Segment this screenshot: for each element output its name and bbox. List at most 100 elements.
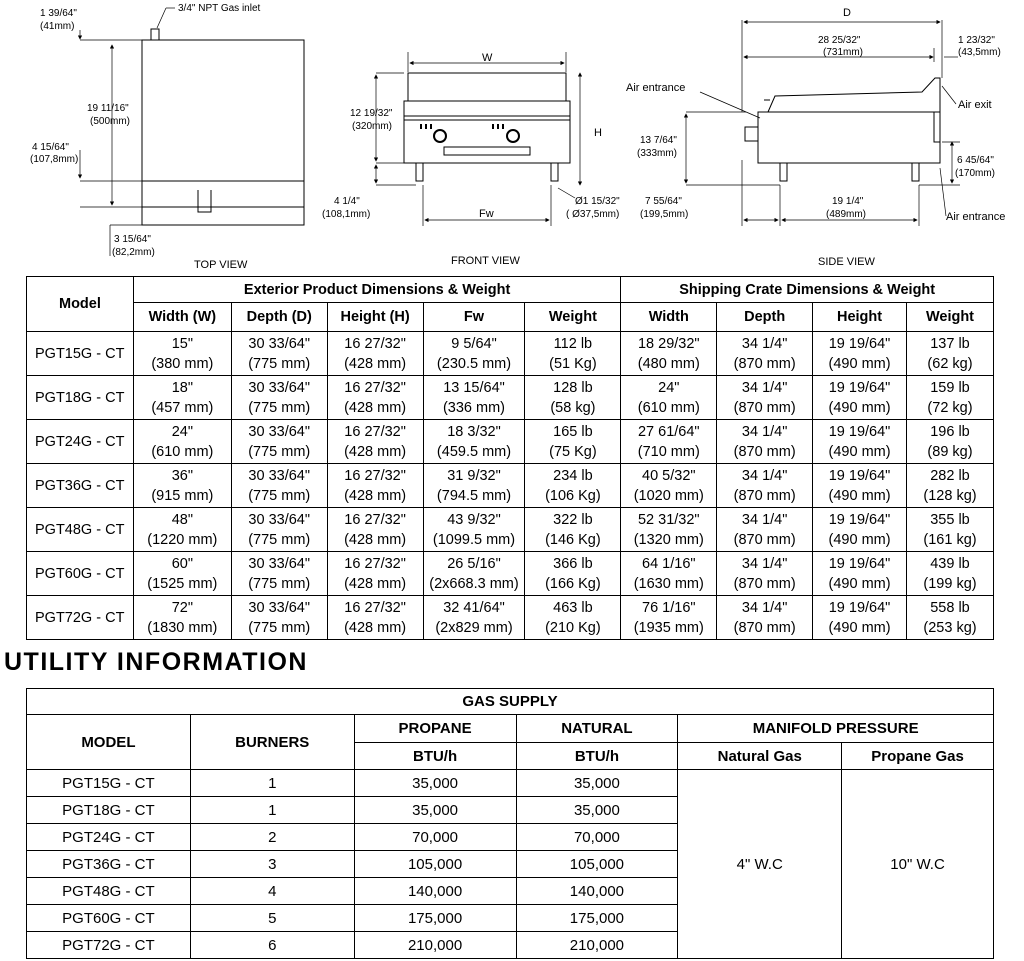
model-cell: PGT15G - CT bbox=[26, 331, 134, 376]
imperial-value: 30 33/64" bbox=[248, 379, 311, 396]
burners-cell: 3 bbox=[189, 850, 355, 878]
imperial-value: 355 lb bbox=[930, 511, 970, 528]
utility-model-cell: PGT15G - CT bbox=[26, 769, 191, 797]
natural-btu-cell: 35,000 bbox=[515, 769, 679, 797]
metric-value: (2x829 mm) bbox=[435, 619, 513, 636]
burners-cell: 5 bbox=[189, 904, 355, 932]
metric-value: (1320 mm) bbox=[633, 531, 704, 548]
utility-model-cell: PGT60G - CT bbox=[26, 904, 191, 932]
metric-value: (610 mm) bbox=[151, 443, 214, 460]
top-view-dim-depth-mm: (500mm) bbox=[90, 116, 130, 127]
dimension-cell: 463 lb(210 Kg) bbox=[524, 595, 622, 640]
dimension-cell: 18 3/32"(459.5 mm) bbox=[422, 419, 526, 464]
imperial-value: 19 19/64" bbox=[828, 555, 891, 572]
imperial-value: 18 3/32" bbox=[447, 423, 501, 440]
model-cell: PGT48G - CT bbox=[26, 507, 134, 552]
imperial-value: 76 1/16" bbox=[642, 599, 696, 616]
dimension-cell: 19 19/64" (490 mm) bbox=[812, 551, 907, 596]
natural-btu-cell: 105,000 bbox=[515, 850, 679, 878]
imperial-value: 159 lb bbox=[930, 379, 970, 396]
header-propane-gas: Propane Gas bbox=[841, 742, 994, 770]
imperial-value: 52 31/32" bbox=[637, 511, 700, 528]
side-view-dim-body: 28 25/32" bbox=[818, 35, 861, 46]
dimension-cell: 34 1/4"(870 mm) bbox=[716, 595, 814, 640]
dimension-cell: 43 9/32"(1099.5 mm) bbox=[422, 507, 526, 552]
header-weight: Weight bbox=[524, 302, 622, 332]
metric-value: (794.5 mm) bbox=[436, 487, 512, 504]
header-natural: NATURAL bbox=[515, 714, 679, 743]
natural-btu-cell: 140,000 bbox=[515, 877, 679, 905]
metric-value: (106 Kg) bbox=[545, 487, 601, 504]
side-view-dim-back: 1 23/32" bbox=[958, 35, 995, 46]
metric-value: (775 mm) bbox=[248, 575, 311, 592]
dimension-cell: 34 1/4"(870 mm) bbox=[716, 375, 814, 420]
top-view-body bbox=[141, 39, 305, 226]
dimension-cell: 19 19/64"(490 mm) bbox=[812, 375, 907, 420]
imperial-value: 48" bbox=[171, 511, 193, 528]
gas-inlet-pipe bbox=[150, 28, 160, 41]
imperial-value: 366 lb bbox=[553, 555, 593, 572]
natural-btu-cell: 35,000 bbox=[515, 796, 679, 824]
dimension-cell: 439 lb(199 kg) bbox=[905, 551, 995, 596]
dimension-cell: 137 lb (62 kg) bbox=[905, 331, 995, 376]
metric-value: (710 mm) bbox=[637, 443, 700, 460]
imperial-value: 30 33/64" bbox=[248, 423, 311, 440]
metric-value: (428 mm) bbox=[344, 443, 407, 460]
imperial-value: 16 27/32" bbox=[344, 423, 406, 440]
side-view-dim-back-mm: (43,5mm) bbox=[958, 47, 1001, 58]
metric-value: (380 mm) bbox=[151, 355, 214, 372]
imperial-value: 137 lb bbox=[930, 335, 970, 352]
dimension-cell: 52 31/32" (1320 mm) bbox=[620, 507, 718, 552]
model-cell: PGT18G - CT bbox=[26, 375, 134, 420]
natural-btu-cell: 210,000 bbox=[515, 931, 679, 959]
dimension-cell: 34 1/4"(870 mm) bbox=[716, 419, 814, 464]
side-view-label: SIDE VIEW bbox=[818, 256, 875, 268]
imperial-value: 34 1/4" bbox=[741, 423, 788, 440]
side-view-dim-front-h: 13 7/64" bbox=[640, 135, 677, 146]
header-height-h: Height (H) bbox=[326, 302, 424, 332]
header-burners: BURNERS bbox=[189, 714, 355, 770]
imperial-value: 15" bbox=[171, 335, 193, 352]
header-model: Model bbox=[26, 276, 134, 332]
metric-value: (775 mm) bbox=[248, 355, 311, 372]
metric-value: (775 mm) bbox=[248, 399, 311, 416]
metric-value: (870 mm) bbox=[733, 619, 796, 636]
metric-value: (1099.5 mm) bbox=[432, 531, 516, 548]
burners-cell: 1 bbox=[189, 769, 355, 797]
metric-value: (62 kg) bbox=[927, 355, 973, 372]
imperial-value: 30 33/64" bbox=[248, 335, 311, 352]
dimension-cell: 15" (380 mm) bbox=[132, 331, 232, 376]
side-view-dim-body-mm: (731mm) bbox=[823, 47, 863, 58]
side-view-dim-leg-span: 19 1/4" bbox=[832, 196, 864, 207]
dimension-cell: 196 lb(89 kg) bbox=[905, 419, 995, 464]
front-view-w: W bbox=[482, 52, 493, 64]
side-view-dim-leg-span-mm: (489mm) bbox=[826, 209, 866, 220]
metric-value: (51 Kg) bbox=[549, 355, 597, 372]
utility-model-cell: PGT72G - CT bbox=[26, 931, 191, 959]
metric-value: (870 mm) bbox=[733, 487, 796, 504]
header-natural-gas: Natural Gas bbox=[677, 742, 843, 770]
imperial-value: 36" bbox=[171, 467, 193, 484]
imperial-value: 558 lb bbox=[930, 599, 970, 616]
metric-value: (490 mm) bbox=[828, 443, 891, 460]
dimension-cell: 355 lb(161 kg) bbox=[905, 507, 995, 552]
metric-value: (775 mm) bbox=[248, 619, 311, 636]
propane-btu-cell: 70,000 bbox=[353, 823, 517, 851]
header-exterior-group: Exterior Product Dimensions & Weight bbox=[132, 276, 622, 303]
imperial-value: 27 61/64" bbox=[637, 423, 700, 440]
dimension-cell: 30 33/64"(775 mm) bbox=[230, 463, 328, 508]
propane-btu-cell: 105,000 bbox=[353, 850, 517, 878]
metric-value: (428 mm) bbox=[344, 355, 407, 372]
burners-cell: 2 bbox=[189, 823, 355, 851]
top-view-dim-inlet-pos-mm: (107,8mm) bbox=[30, 154, 78, 165]
dimension-cell: 9 5/64"(230.5 mm) bbox=[422, 331, 526, 376]
dimension-cell: 30 33/64"(775 mm) bbox=[230, 507, 328, 552]
dimension-cell: 34 1/4"(870 mm) bbox=[716, 551, 814, 596]
dimension-cell: 48"(1220 mm) bbox=[132, 507, 232, 552]
metric-value: (490 mm) bbox=[828, 575, 891, 592]
dimension-cell: 24"(610 mm) bbox=[620, 375, 718, 420]
metric-value: (775 mm) bbox=[248, 487, 311, 504]
metric-value: (166 Kg) bbox=[545, 575, 601, 592]
metric-value: (490 mm) bbox=[828, 531, 891, 548]
